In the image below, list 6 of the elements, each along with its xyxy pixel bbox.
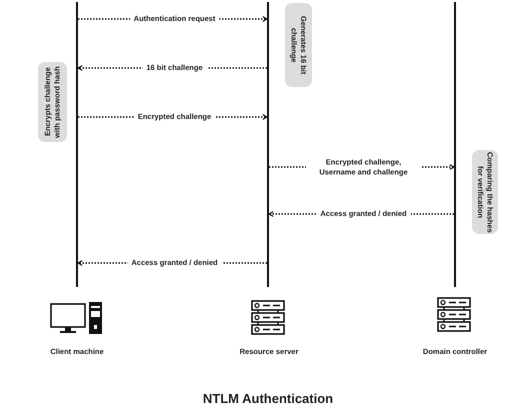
- lifeline: [76, 2, 78, 287]
- note-box: [38, 62, 67, 142]
- note-box: [285, 3, 312, 87]
- lifeline: [454, 2, 456, 287]
- diagram-title: NTLM Authentication: [202, 391, 334, 406]
- lifeline: [267, 2, 269, 287]
